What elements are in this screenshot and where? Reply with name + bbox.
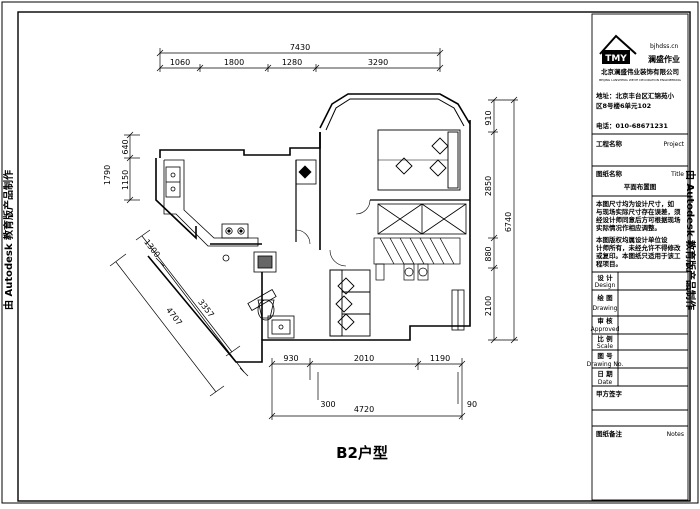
project-label: 工程名称: [596, 139, 623, 148]
dim-right-seg-3: 880: [484, 246, 493, 261]
dim-top-seg-4: 3290: [368, 58, 388, 67]
row-scale-en: Scale: [597, 343, 613, 350]
dim-left-1150: 1150: [121, 170, 130, 190]
floor-drain: [222, 254, 230, 262]
remark-label-en: Notes: [667, 431, 684, 438]
client-sign-label: 甲方签字: [596, 389, 623, 398]
company-logo: TMY bjhdss.cn 澜盛作业 北京澜盛伟业装饰有限公司 BEIJING …: [599, 34, 682, 82]
dim-bottom-90: 90: [467, 400, 477, 409]
desk-counter: [373, 237, 461, 281]
note-line: 实际情况作相应调整。: [596, 223, 661, 232]
bathroom-basin: [267, 315, 295, 339]
drawing-name-label-en: Title: [670, 171, 684, 178]
project-label-en: Project: [663, 141, 684, 148]
row-drawing-cn: 绘 图: [597, 293, 613, 302]
refrigerator: [295, 159, 317, 185]
dim-right-seg-2: 2850: [484, 176, 493, 196]
dim-top-seg-3: 1280: [282, 58, 302, 67]
drawing-name-value: 平面布置图: [624, 182, 657, 191]
dim-bottom-total: 4720: [354, 405, 374, 414]
double-bed: [377, 129, 461, 191]
dim-left-1790: 1790: [103, 165, 112, 185]
title-block: [591, 13, 689, 501]
dim-top-total: 7430: [290, 43, 310, 52]
company-name-en: BEIJING LANSHENG WEIYE DECORATION ENGINE…: [599, 78, 681, 82]
wardrobe: [377, 203, 467, 235]
logo-mark: TMY: [605, 54, 627, 64]
row-approved-cn: 审 核: [597, 316, 613, 325]
door-swings: [295, 199, 371, 267]
row-drawing-no-en: Drawing No.: [587, 361, 624, 368]
right-dimensions: [488, 96, 518, 344]
remark-label: 图纸备注: [596, 429, 623, 438]
drawing-name-label: 图纸名称: [596, 169, 623, 178]
row-date-en: Date: [598, 379, 613, 386]
dim-right-total: 6740: [504, 212, 513, 232]
note-line: 本图尺寸均为设计尺寸，如: [596, 199, 675, 208]
row-design-cn: 设 计: [597, 273, 613, 282]
logo-text: 澜盛作业: [648, 54, 680, 64]
row-design-en: Design: [595, 282, 616, 289]
kitchen-counter: [163, 159, 259, 247]
inner-border: [17, 11, 691, 502]
top-dimensions: [156, 48, 444, 72]
logo-url: bjhdss.cn: [650, 43, 679, 50]
watermark-left: 由 Autodesk 教育版产品制作: [2, 170, 15, 310]
row-scale-cn: 比 例: [597, 334, 613, 343]
sofa: [329, 269, 371, 337]
dim-right-seg-1: 910: [484, 110, 493, 125]
note-line: 计师所有，未经允许不得修改: [596, 243, 681, 252]
dim-bottom-300: 300: [320, 400, 335, 409]
note-line: 经设计师同意后方可根据现场: [596, 215, 681, 224]
row-approved-en: Approved: [591, 326, 620, 333]
row-drawing-no-cn: 图 号: [597, 351, 613, 360]
left-dimensions: [124, 131, 140, 204]
dim-bottom-2010: 2010: [354, 354, 374, 363]
plan-title: B2户型: [336, 444, 388, 462]
address-line-2: 区8号楼6单元102: [596, 101, 651, 110]
dim-bottom-1190: 1190: [430, 354, 450, 363]
gas-stove: [221, 223, 249, 239]
dim-right-seg-4: 2100: [484, 296, 493, 316]
dim-top-seg-2: 1800: [224, 58, 244, 67]
phone-number: 电话：010-68671231: [596, 121, 668, 130]
bottom-dimensions: [268, 358, 466, 420]
company-name: 北京澜盛伟业装饰有限公司: [601, 67, 679, 76]
toilet: [247, 288, 277, 321]
note-line: 或复印。本图纸只适用于该工: [596, 251, 681, 260]
tv-cabinet: [451, 289, 465, 331]
address-line-1: 地址：北京丰台区汇锦苑小: [596, 91, 675, 100]
note-line: 本图版权均属设计单位设: [596, 235, 668, 244]
row-drawing-en: Drawing: [593, 305, 618, 312]
dim-bottom-930: 930: [283, 354, 298, 363]
notes-block: 本图尺寸均为设计尺寸，如 与现场实际尺寸存在误差，须 经设计师同意后方可根据现场…: [595, 199, 681, 268]
note-line: 与现场实际尺寸存在误差，须: [596, 207, 681, 216]
note-line: 程项目。: [595, 259, 622, 268]
signature-rows: 设 计 Design 绘 图 Drawing 审 核 Approved 比 例 …: [587, 273, 624, 386]
plan-walls: [147, 93, 471, 363]
row-date-cn: 日 期: [597, 369, 613, 378]
dim-left-640: 640: [121, 139, 130, 154]
watermark-right: 由 Autodesk 教育版产品制作: [684, 170, 697, 310]
dim-top-seg-1: 1060: [170, 58, 190, 67]
washing-machine: [253, 251, 277, 273]
